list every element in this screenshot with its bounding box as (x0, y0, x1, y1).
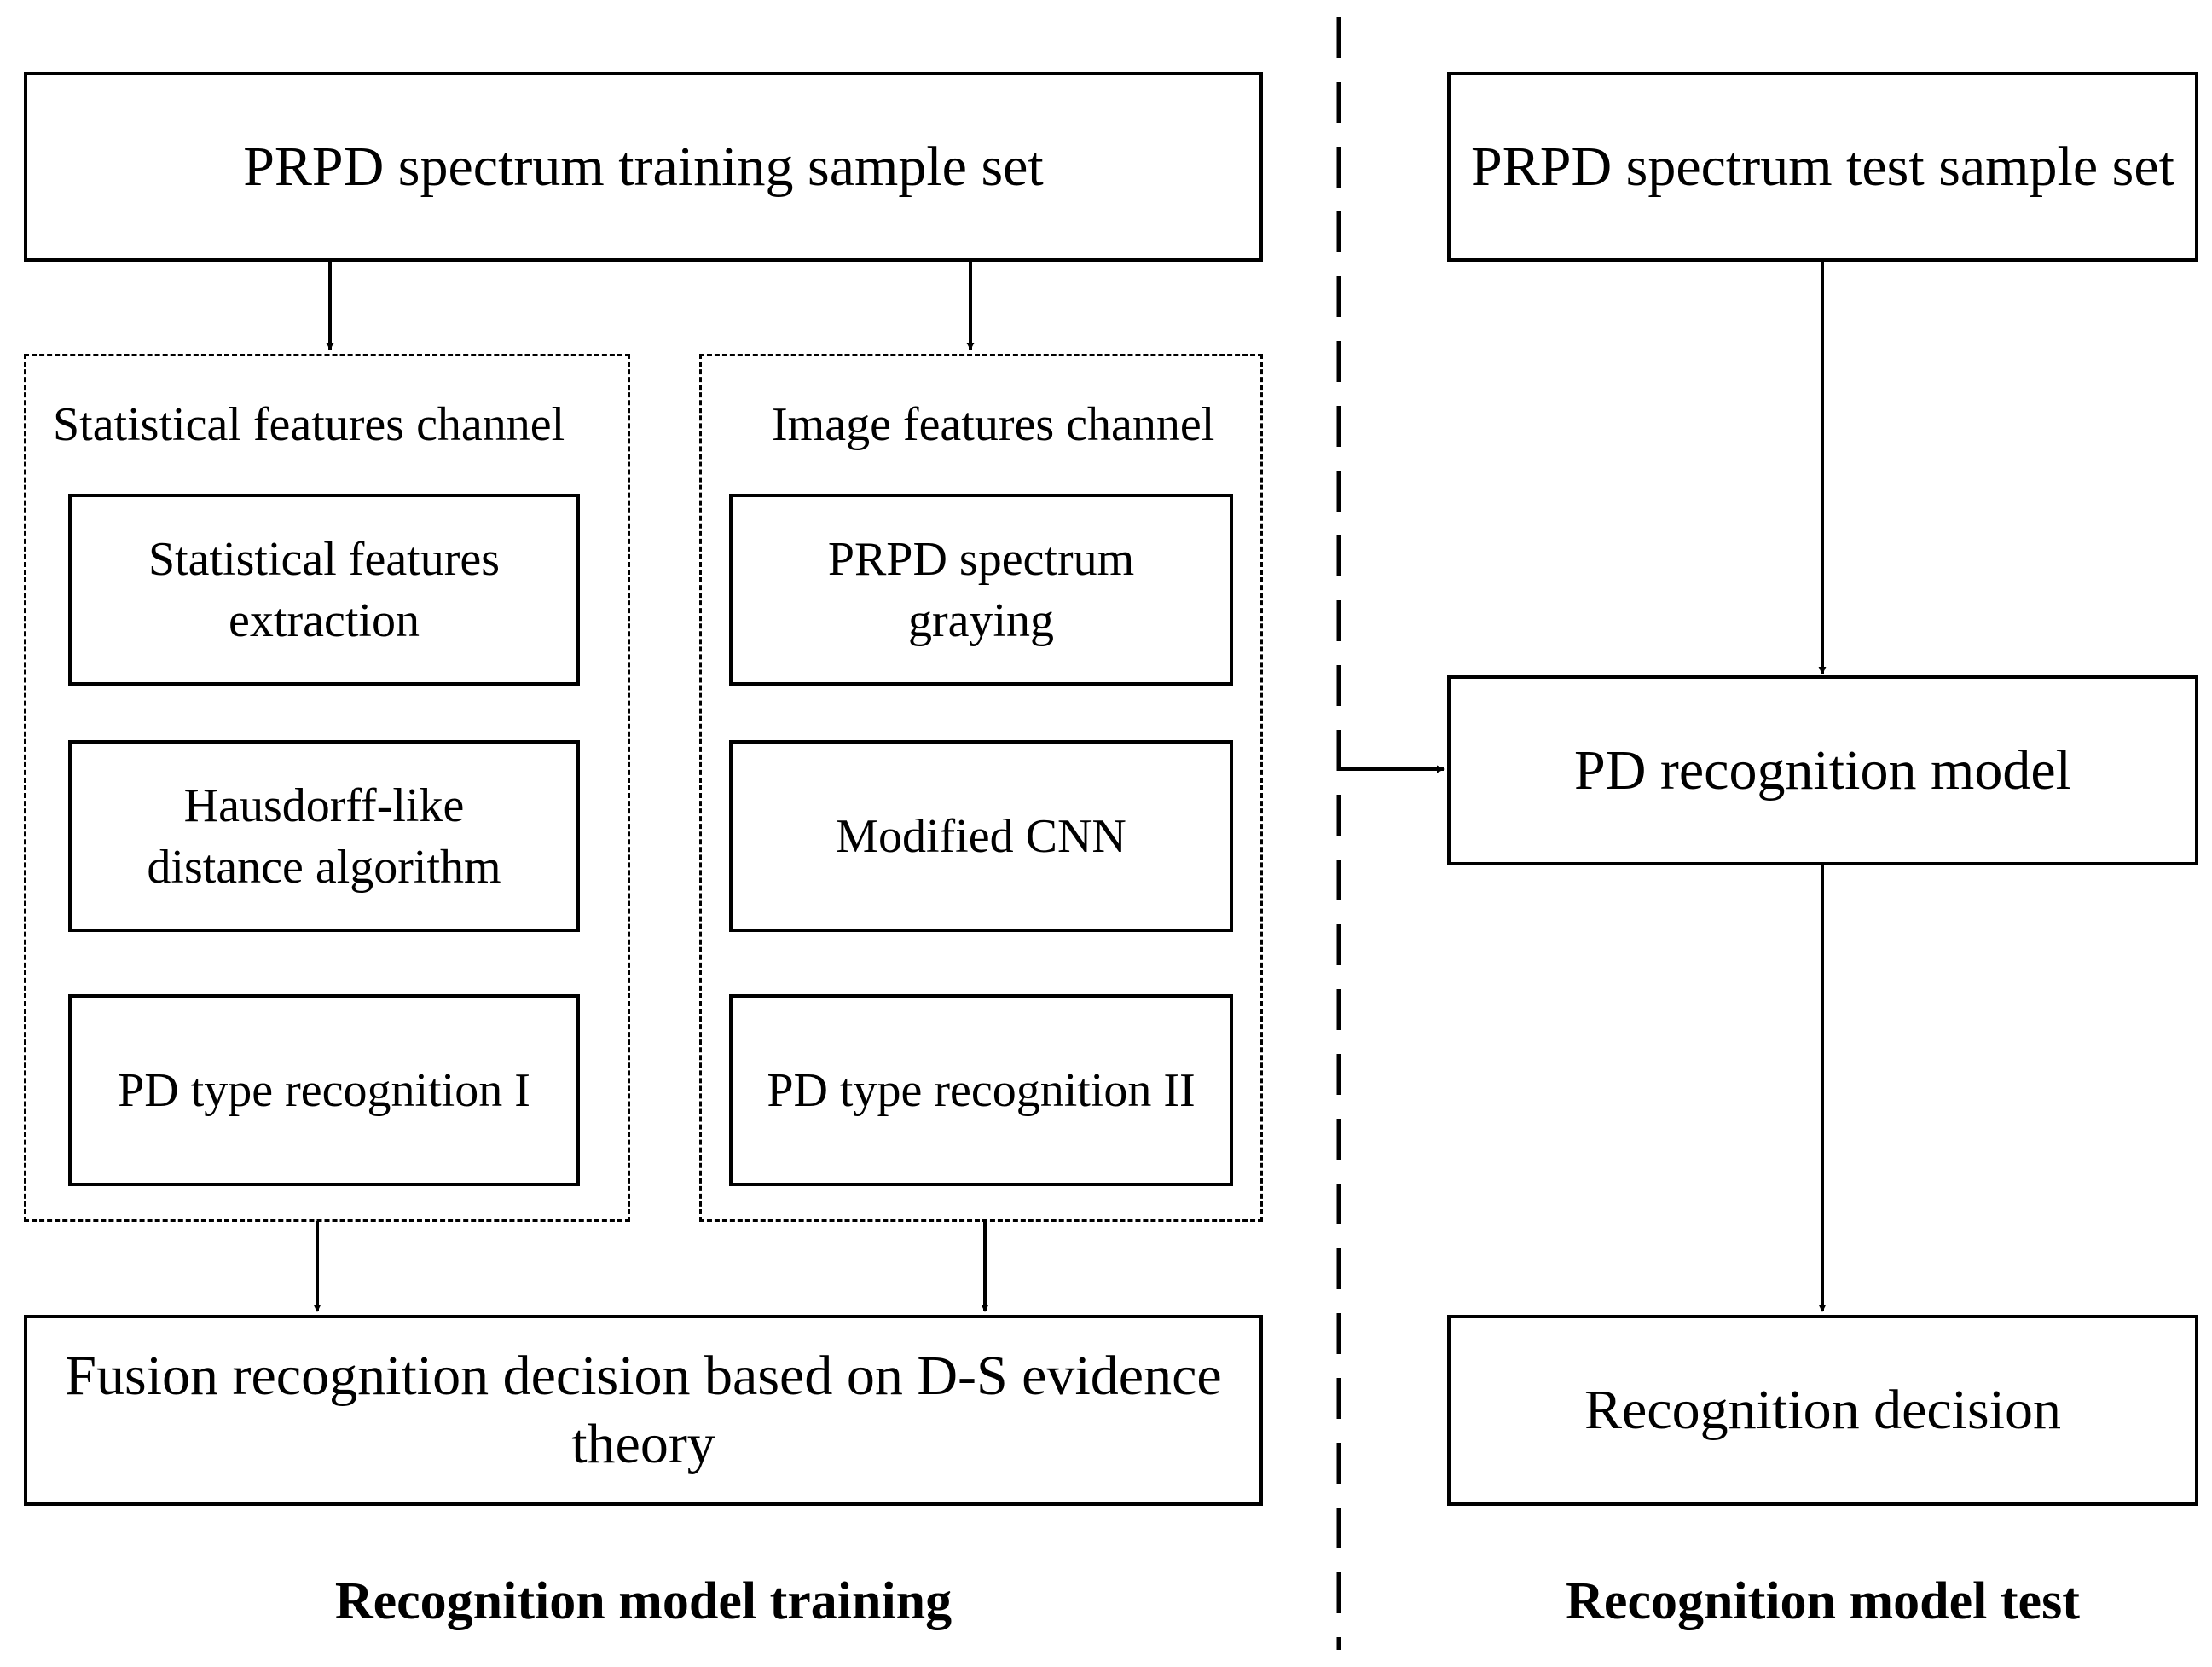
statistical-channel-title: Statistical features channel (53, 398, 565, 451)
image-step-spectrum-graying: PRPD spectrum graying (729, 494, 1233, 686)
stat-step-feature-extraction: Statistical features extraction (68, 494, 580, 686)
training-sample-set-label: PRPD spectrum training sample set (243, 135, 1044, 198)
fusion-decision-box: Fusion recognition decision based on D-S… (24, 1315, 1263, 1506)
training-caption: Recognition model training (334, 1572, 953, 1630)
pd-recognition-model-box: PD recognition model (1447, 675, 2198, 865)
fusion-decision-label: Fusion recognition decision based on D-S… (65, 1345, 1222, 1475)
test-sample-set-label: PRPD spectrum test sample set (1471, 135, 2174, 198)
image-step-pd-type-recognition-2: PD type recognition II (729, 994, 1233, 1186)
recognition-decision-box: Recognition decision (1447, 1315, 2198, 1506)
stat-step-hausdorff-distance: Hausdorff-like distance algorithm (68, 740, 580, 932)
pd-recognition-model-label: PD recognition model (1574, 738, 2071, 802)
test-caption: Recognition model test (1566, 1572, 2080, 1630)
test-sample-set-box: PRPD spectrum test sample set (1447, 72, 2198, 262)
recognition-decision-label: Recognition decision (1584, 1379, 2062, 1441)
stat-step-pd-type-recognition-1: PD type recognition I (68, 994, 580, 1186)
image-features-channel (699, 354, 1263, 1222)
image-channel-title: Image features channel (772, 398, 1215, 451)
image-step-modified-cnn: Modified CNN (729, 740, 1233, 932)
training-sample-set-box: PRPD spectrum training sample set (24, 72, 1263, 262)
statistical-features-channel (24, 354, 630, 1222)
